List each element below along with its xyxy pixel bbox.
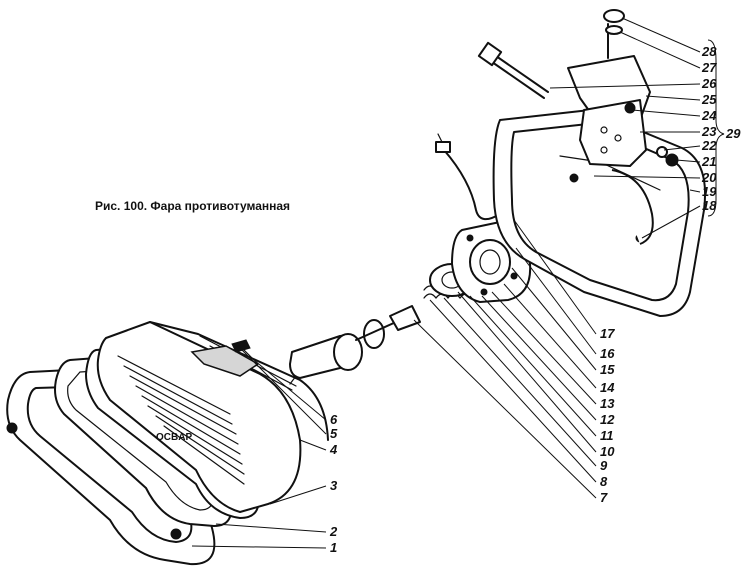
callout-11: 11: [600, 428, 614, 443]
callout-19: 19: [702, 184, 717, 199]
callout-23: 23: [701, 124, 717, 139]
callout-labels: 1 2 3 4 5 6 7 8 9 10 11 12 13 14 15 16 1…: [329, 44, 741, 555]
leader-lines: [191, 17, 725, 549]
callout-15: 15: [600, 362, 615, 377]
callout-16: 16: [600, 346, 615, 361]
callout-26: 26: [701, 76, 717, 91]
callout-9: 9: [600, 458, 608, 473]
callout-27: 27: [701, 60, 717, 75]
callout-2: 2: [329, 524, 338, 539]
callout-7: 7: [600, 490, 608, 505]
callout-28: 28: [701, 44, 717, 59]
bracket-and-bolt: [477, 9, 679, 167]
lens-brand-text: OCBAP: [156, 432, 192, 443]
wire-connector: [435, 133, 501, 221]
callout-3: 3: [330, 478, 338, 493]
callout-1: 1: [330, 540, 337, 555]
clip-and-screw: [190, 339, 260, 377]
callout-12: 12: [600, 412, 615, 427]
callout-4: 4: [329, 442, 338, 457]
callout-29: 29: [725, 126, 741, 141]
callout-24: 24: [701, 108, 717, 123]
callout-20: 20: [701, 170, 717, 185]
callout-5: 5: [330, 426, 338, 441]
callout-22: 22: [701, 138, 717, 153]
figure-caption: Рис. 100. Фара противотуманная: [95, 199, 291, 213]
bulb-holder: [289, 305, 421, 385]
callout-13: 13: [600, 396, 615, 411]
callout-17: 17: [600, 326, 615, 341]
callout-14: 14: [600, 380, 615, 395]
callout-18: 18: [702, 198, 717, 213]
callout-25: 25: [701, 92, 717, 107]
callout-8: 8: [600, 474, 608, 489]
callout-6: 6: [330, 412, 338, 427]
callout-10: 10: [600, 444, 615, 459]
callout-21: 21: [701, 154, 716, 169]
